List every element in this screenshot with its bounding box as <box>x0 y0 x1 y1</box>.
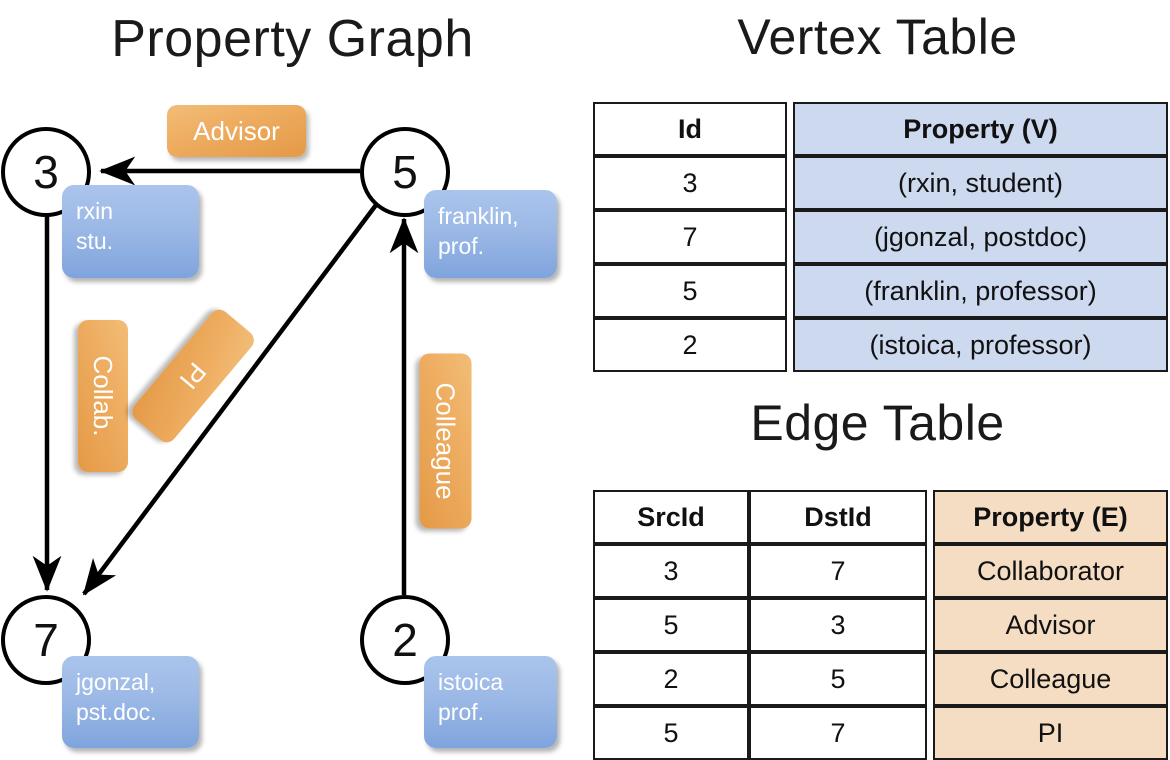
property-bubble-rxin[interactable]: rxin stu. <box>62 185 199 278</box>
edge-label-advisor[interactable]: Advisor <box>167 105 306 157</box>
edge-table-column-gap <box>927 490 933 544</box>
property-bubble-franklin[interactable]: franklin, prof. <box>424 190 557 278</box>
vertex-node-7-label: 7 <box>33 614 59 666</box>
edge-row-srcid: 5 <box>593 598 749 652</box>
edge-row-dstid: 3 <box>749 598 927 652</box>
table-row[interactable]: 2 (istoica, professor) <box>593 318 1168 372</box>
edge-row-property: Colleague <box>933 652 1168 706</box>
property-bubble-franklin-line2: prof. <box>438 233 485 259</box>
table-row[interactable]: 5 (franklin, professor) <box>593 264 1168 318</box>
page-title-vertex-table: Vertex Table <box>737 9 1018 65</box>
vertex-row-id: 3 <box>593 156 787 210</box>
edge-label-collab-text: Collab. <box>88 355 119 437</box>
edge-table-header-dstid: DstId <box>749 490 927 544</box>
edge-table-column-gap <box>927 706 933 760</box>
edge-row-srcid: 3 <box>593 544 749 598</box>
edge-row-property: Advisor <box>933 598 1168 652</box>
edge-label-colleague[interactable]: Colleague <box>419 353 472 529</box>
edge-table-header-row: SrcId DstId Property (E) <box>593 490 1168 544</box>
property-bubble-jgonzal-line1: jgonzal, <box>76 669 156 695</box>
vertex-row-id: 5 <box>593 264 787 318</box>
property-bubble-istoica[interactable]: istoica prof. <box>424 656 557 748</box>
edge-row-srcid: 5 <box>593 706 749 760</box>
table-row[interactable]: 5 3 Advisor <box>593 598 1168 652</box>
vertex-node-2-label: 2 <box>392 614 418 666</box>
edge-row-property: PI <box>933 706 1168 760</box>
edge-table-header-property: Property (E) <box>933 490 1168 544</box>
vertex-row-id: 7 <box>593 210 787 264</box>
property-bubble-jgonzal[interactable]: jgonzal, pst.doc. <box>62 656 199 748</box>
table-row[interactable]: 7 (jgonzal, postdoc) <box>593 210 1168 264</box>
property-bubble-istoica-line1: istoica <box>438 669 504 695</box>
vertex-node-2[interactable]: 2 <box>360 595 450 685</box>
table-row[interactable]: 2 5 Colleague <box>593 652 1168 706</box>
vertex-node-5[interactable]: 5 <box>360 127 450 217</box>
edge-label-colleague-text: Colleague <box>431 382 461 500</box>
edge-table-column-gap <box>927 598 933 652</box>
vertex-node-3-label: 3 <box>33 146 59 198</box>
vertex-row-property: (rxin, student) <box>793 156 1168 210</box>
vertex-table: Id Property (V) 3 (rxin, student) 7 (jgo… <box>593 102 1168 372</box>
vertex-row-property: (franklin, professor) <box>793 264 1168 318</box>
page-title-edge-table: Edge Table <box>750 395 1005 451</box>
edge-table-column-gap <box>927 652 933 706</box>
edge-row-srcid: 2 <box>593 652 749 706</box>
edge-table-header-srcid: SrcId <box>593 490 749 544</box>
page-title-property-graph: Property Graph <box>111 10 474 68</box>
vertex-node-5-label: 5 <box>392 146 418 198</box>
vertex-table-header-id: Id <box>593 102 787 156</box>
edge-row-property: Collaborator <box>933 544 1168 598</box>
edge-label-advisor-text: Advisor <box>193 115 280 146</box>
vertex-table-column-gap <box>787 102 793 156</box>
vertex-table-column-gap <box>787 264 793 318</box>
table-row[interactable]: 3 (rxin, student) <box>593 156 1168 210</box>
graph-edge-lines <box>32 156 419 596</box>
edge-5-to-7-pi <box>82 203 378 596</box>
edge-table-column-gap <box>927 544 933 598</box>
edge-table: SrcId DstId Property (E) 3 7 Collaborato… <box>593 490 1168 760</box>
vertex-table-header-property: Property (V) <box>793 102 1168 156</box>
property-bubble-rxin-line1: rxin <box>76 198 114 224</box>
edge-label-pi-text: PI <box>173 357 213 396</box>
vertex-table-column-gap <box>787 156 793 210</box>
property-bubble-rxin-line2: stu. <box>76 228 114 254</box>
vertex-row-property: (jgonzal, postdoc) <box>793 210 1168 264</box>
vertex-table-header-row: Id Property (V) <box>593 102 1168 156</box>
table-row[interactable]: 3 7 Collaborator <box>593 544 1168 598</box>
edge-row-dstid: 5 <box>749 652 927 706</box>
vertex-table-column-gap <box>787 318 793 372</box>
vertex-table-column-gap <box>787 210 793 264</box>
vertex-row-property: (istoica, professor) <box>793 318 1168 372</box>
edge-label-collab[interactable]: Collab. <box>78 320 128 472</box>
property-bubble-franklin-line1: franklin, <box>438 203 519 229</box>
property-bubble-istoica-line2: prof. <box>438 699 485 725</box>
edge-row-dstid: 7 <box>749 544 927 598</box>
table-row[interactable]: 5 7 PI <box>593 706 1168 760</box>
property-bubble-jgonzal-line2: pst.doc. <box>76 699 157 725</box>
edge-row-dstid: 7 <box>749 706 927 760</box>
property-graph-diagram: 3 5 7 2 rxin stu. franklin, prof. jgonza… <box>1 105 557 748</box>
vertex-row-id: 2 <box>593 318 787 372</box>
